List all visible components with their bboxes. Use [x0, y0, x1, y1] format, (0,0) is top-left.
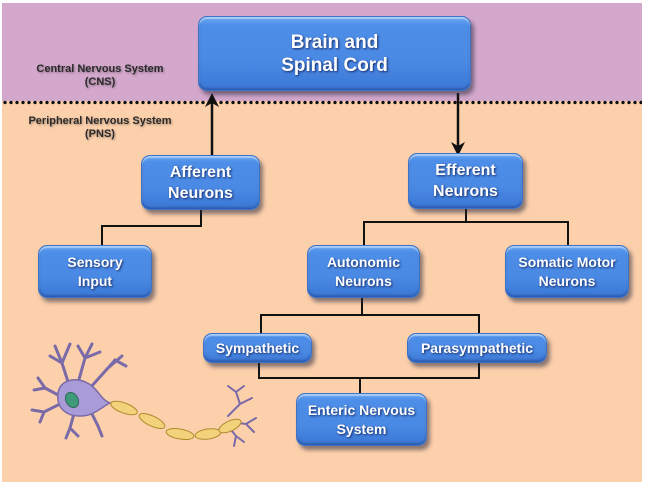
connectors: [101, 93, 569, 393]
node-afferent-line1: Afferent: [169, 163, 232, 181]
neuron-nucleus: [64, 391, 80, 409]
neuron-dendrites: [30, 342, 128, 440]
node-brain-line1: Brain and: [290, 31, 379, 53]
cns-label-name: Central Nervous System: [36, 63, 164, 75]
cns-pns-divider: [2, 100, 642, 105]
node-sensory-line2: Input: [77, 272, 113, 289]
node-efferent-line1: Efferent: [435, 162, 496, 179]
node-somatic-line1: Somatic Motor: [518, 253, 616, 270]
node-autonomic-line1: Autonomic: [326, 253, 401, 270]
node-sympathetic[interactable]: Sympathetic: [203, 333, 312, 363]
pns-label-abbr: (PNS): [85, 128, 115, 140]
node-brain-line2: Spinal Cord: [281, 54, 388, 76]
arrowhead-down: [451, 142, 465, 156]
pns-label: Peripheral Nervous System (PNS): [10, 115, 190, 141]
pns-label-name: Peripheral Nervous System: [28, 115, 172, 127]
edge-efferent-autonomic-somatic: [363, 221, 569, 245]
node-sensory-line1: Sensory: [67, 253, 123, 270]
edge-sym-para-enteric: [258, 363, 480, 379]
neuron-illustration: [30, 342, 257, 447]
node-efferent-line2: Neurons: [433, 183, 498, 200]
node-enteric-line2: System: [336, 420, 387, 437]
node-afferent-line2: Neurons: [168, 184, 233, 202]
neuron-axon-terminals: [227, 385, 257, 447]
node-parasympathetic-label: Parasympathetic: [420, 339, 534, 356]
edge-autonomic-sym-para: [260, 314, 480, 333]
edge-afferent-sensory: [101, 210, 202, 245]
node-parasympathetic[interactable]: Parasympathetic: [407, 333, 547, 363]
arrowhead-up: [205, 93, 219, 107]
neuron-myelin-sheath: [110, 400, 242, 440]
cns-label: Central Nervous System (CNS): [20, 63, 180, 89]
node-somatic-line2: Neurons: [538, 272, 596, 289]
node-sympathetic-label: Sympathetic: [215, 339, 300, 356]
node-enteric-line1: Enteric Nervous: [307, 401, 416, 418]
node-autonomic-line2: Neurons: [335, 272, 392, 289]
nervous-system-diagram: Central Nervous System (CNS) Peripheral …: [2, 3, 642, 482]
cns-label-abbr: (CNS): [84, 76, 116, 88]
